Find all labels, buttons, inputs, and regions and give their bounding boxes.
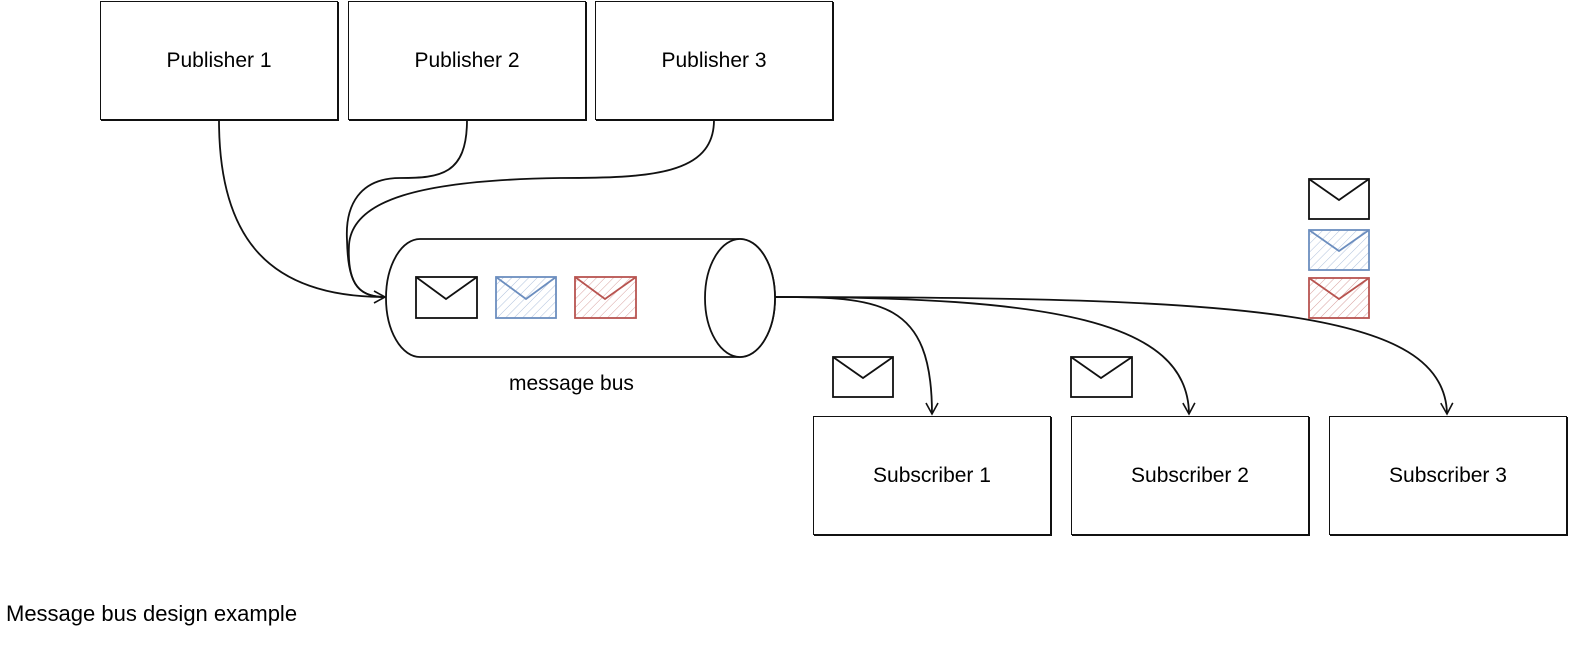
envelope-icon-blue	[495, 276, 557, 319]
publisher-1-label: Publisher 1	[166, 48, 272, 72]
subscriber-2-label: Subscriber 2	[1131, 463, 1249, 487]
envelope-icon-red	[574, 276, 637, 319]
publisher-1-box: Publisher 1	[100, 1, 338, 120]
envelope-icon-stack-black	[1308, 178, 1370, 220]
diagram-caption: Message bus design example	[6, 601, 298, 626]
connector-publisher-3	[347, 119, 715, 298]
connector-publisher-1	[218, 119, 387, 304]
publisher-3-box: Publisher 3	[595, 1, 833, 120]
envelope-icon-subscriber-1	[832, 356, 894, 398]
publisher-2-box: Publisher 2	[348, 1, 586, 120]
subscriber-3-box: Subscriber 3	[1329, 416, 1567, 535]
envelope-icon-stack-blue	[1308, 229, 1370, 271]
subscriber-1-box: Subscriber 1	[813, 416, 1051, 535]
subscriber-2-box: Subscriber 2	[1071, 416, 1309, 535]
publisher-3-label: Publisher 3	[661, 48, 767, 72]
connector-subscriber-3	[774, 296, 1454, 416]
subscriber-1-label: Subscriber 1	[873, 463, 991, 487]
envelope-icon-subscriber-2	[1070, 356, 1133, 398]
publisher-2-label: Publisher 2	[414, 48, 520, 72]
envelope-icon-black	[415, 276, 478, 319]
subscriber-3-label: Subscriber 3	[1389, 463, 1507, 487]
connector-subscriber-2	[774, 296, 1196, 416]
envelope-icon-stack-red	[1308, 277, 1370, 319]
message-bus-label: message bus	[509, 372, 634, 395]
